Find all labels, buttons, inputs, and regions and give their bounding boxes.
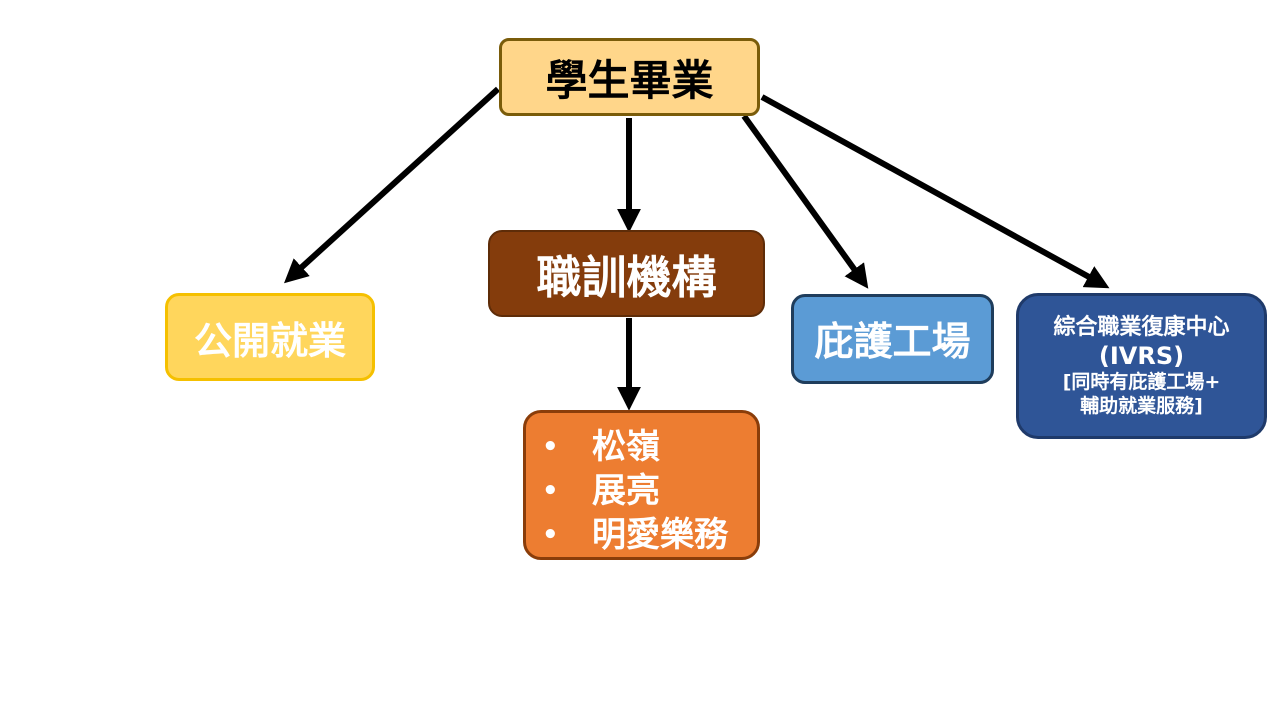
list-item: • 明愛樂務 [526,513,757,557]
node-ivrs-abbrev: (IVRS) [1098,342,1185,370]
node-ivrs: 綜合職業復康中心 (IVRS) [同時有庇護工場+ 輔助就業服務] [1016,293,1267,439]
bullet-icon: • [542,476,559,506]
node-ivrs-title: 綜合職業復康中心 [1053,314,1230,340]
list-item: • 展亮 [526,469,757,513]
node-graduation: 學生畢業 [499,38,760,116]
list-item-label: 展亮 [592,471,660,511]
arrow-root-to-ivrs [760,94,1110,289]
node-public-employment: 公開就業 [165,293,375,381]
bullet-icon: • [542,520,559,550]
training-list: • 松嶺 • 展亮 • 明愛樂務 [526,425,757,557]
list-item: • 松嶺 [526,425,757,469]
node-ivrs-note-line2: 輔助就業服務] [1080,394,1203,417]
node-public-employment-label: 公開就業 [193,318,346,363]
node-sheltered-workshop-label: 庇護工場 [814,320,971,365]
node-training-institution-label: 職訓機構 [536,251,717,304]
node-ivrs-note-line1: [同時有庇護工場+ [1062,371,1221,393]
arrow-root-to-sheltered [741,114,869,289]
node-graduation-label: 學生畢業 [545,55,714,105]
arrow-root-to-public [284,86,501,284]
node-training-institution: 職訓機構 [488,230,765,317]
list-item-label: 松嶺 [592,427,660,467]
node-sheltered-workshop: 庇護工場 [791,294,994,384]
bullet-icon: • [542,432,559,462]
node-training-list: • 松嶺 • 展亮 • 明愛樂務 [523,410,760,560]
list-item-label: 明愛樂務 [592,515,728,555]
